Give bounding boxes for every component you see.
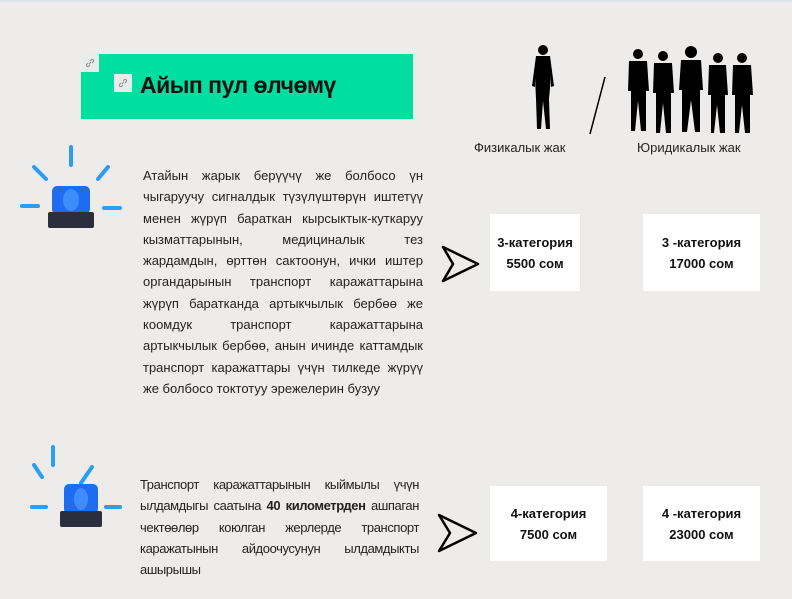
rule-2-description: Транспорт каражаттарынын кыймылы үчүн ыл… <box>140 477 419 578</box>
link-icon[interactable] <box>114 74 132 92</box>
fine-card-legal: 3 -категория 17000 сом <box>643 214 760 291</box>
speed-limit: 40 километрден <box>266 498 366 514</box>
fine-card-physical: 3-категория 5500 сом <box>490 214 580 291</box>
category-label: 4-категория <box>510 505 587 521</box>
category-label: 3 -категория <box>661 234 742 250</box>
page-title: Айып пул өлчөмү <box>140 72 336 98</box>
arrow-right-icon <box>437 513 478 553</box>
siren-icon <box>20 145 122 228</box>
arrow-right-icon <box>441 245 480 283</box>
link-icon[interactable] <box>81 54 99 72</box>
title-banner <box>81 54 413 119</box>
category-label: 4 -категория <box>661 505 742 521</box>
fine-amount: 23000 сом <box>669 526 734 542</box>
fine-card-legal: 4 -категория 23000 сом <box>643 486 760 561</box>
group-silhouette <box>628 46 753 133</box>
fine-amount: 17000 сом <box>669 255 734 271</box>
fine-amount: 7500 сом <box>519 526 578 542</box>
person-silhouette <box>532 45 554 129</box>
legal-entity-label: Юридикалык жак <box>637 140 741 155</box>
rule-1-description: Атайын жарык берүүчү же болбосо үн чыгар… <box>143 168 423 396</box>
category-label: 3-категория <box>497 234 573 250</box>
physical-person-label: Физикалык жак <box>474 140 566 155</box>
slash-divider <box>589 76 606 135</box>
siren-icon <box>30 445 122 527</box>
people-icon <box>532 45 753 135</box>
fine-card-physical: 4-категория 7500 сом <box>490 486 607 561</box>
fine-amount: 5500 сом <box>506 255 564 271</box>
